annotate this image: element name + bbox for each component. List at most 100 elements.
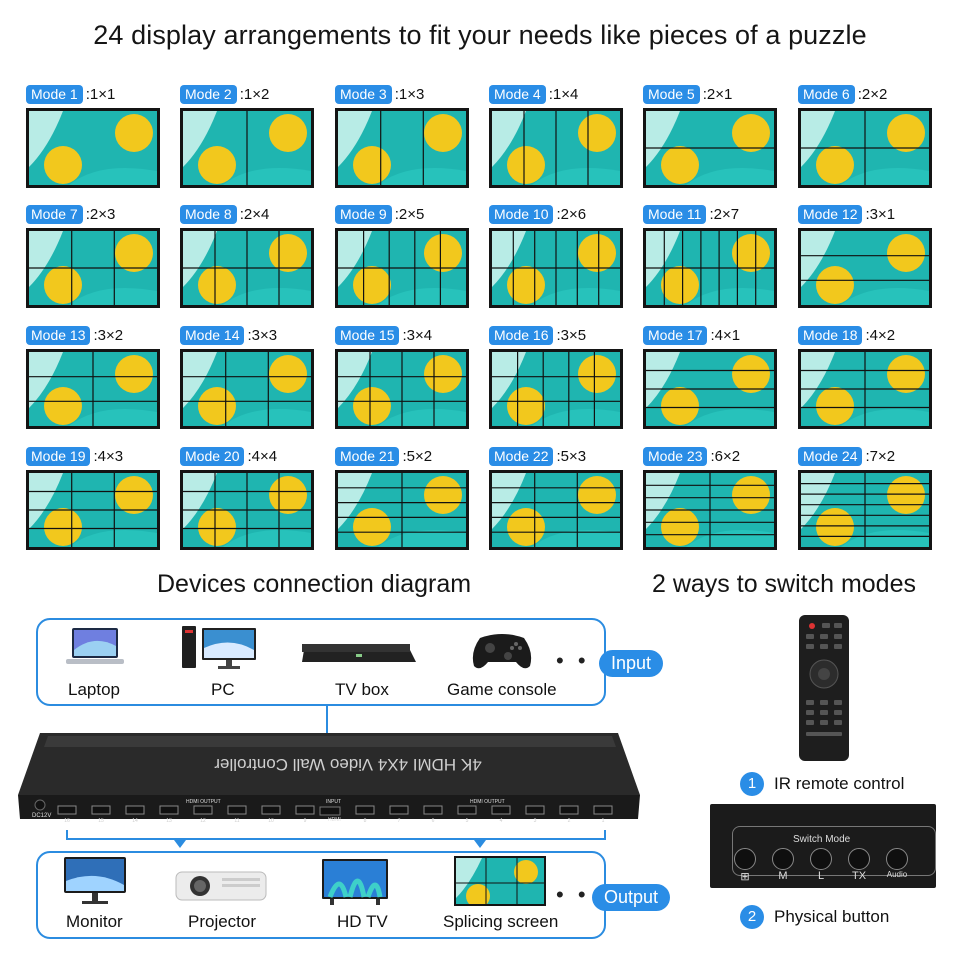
mode-card: Mode 1:1×1 <box>26 84 160 194</box>
mode-card: Mode 16:3×5 <box>489 325 623 435</box>
output-label-splicing-screen: Splicing screen <box>443 912 559 931</box>
hdmi-output-port <box>457 805 477 815</box>
controller-name: 4K HDMI 4X4 Video Wall Controller <box>214 755 482 774</box>
power-label: DC12V <box>32 813 51 819</box>
mode-label: Mode 21:5×2 <box>335 446 432 466</box>
mode-ratio: :5×2 <box>402 447 433 465</box>
layout-preview <box>489 349 623 429</box>
diagram-title: Devices connection diagram <box>157 570 472 598</box>
mode-label: Mode 20:4×4 <box>180 446 277 466</box>
mode-ratio: :3×4 <box>402 326 433 344</box>
mode-badge: Mode 15 <box>335 325 400 345</box>
mode-badge: Mode 9 <box>335 204 392 224</box>
mode-label: Mode 19:4×3 <box>26 446 123 466</box>
button-label: ⊞ <box>740 871 750 883</box>
hdmi-output-port <box>227 805 247 815</box>
button-label: Audio <box>886 870 908 879</box>
mode-ratio: :2×5 <box>394 205 425 223</box>
port-number: 3 <box>534 818 537 824</box>
mode-label: Mode 1:1×1 <box>26 84 115 104</box>
mode-card: Mode 22:5×3 <box>489 446 623 556</box>
mode-card: Mode 7:2×3 <box>26 204 160 314</box>
mode-badge: Mode 5 <box>643 84 700 104</box>
mode-badge: Mode 8 <box>180 204 237 224</box>
layout-preview <box>643 349 777 429</box>
mode-label: Mode 8:2×4 <box>180 204 269 224</box>
out-link-left <box>66 830 68 840</box>
layout-preview <box>643 470 777 550</box>
hdmi-output-port <box>559 805 579 815</box>
mode-ratio: :1×2 <box>239 85 270 103</box>
mode-badge: Mode 7 <box>26 204 83 224</box>
layout-preview <box>335 470 469 550</box>
switch-mode-button[interactable] <box>734 848 756 870</box>
output-header-right: HDMI OUTPUT <box>470 799 505 805</box>
mode-badge: Mode 13 <box>26 325 91 345</box>
port-number: 6 <box>432 818 435 824</box>
layout-preview <box>180 349 314 429</box>
mode-ratio: :3×1 <box>865 205 896 223</box>
mode-badge: Mode 20 <box>180 446 245 466</box>
layout-preview <box>798 228 932 308</box>
mode-badge: Mode 4 <box>489 84 546 104</box>
layout-preview <box>798 349 932 429</box>
arrow-down-icon <box>474 840 486 848</box>
mode-card: Mode 15:3×4 <box>335 325 469 435</box>
hdmi-output-port <box>593 805 613 815</box>
gamepad-icon <box>472 634 532 669</box>
mode-card: Mode 14:3×3 <box>180 325 314 435</box>
button-label: M <box>778 870 788 882</box>
mode-badge: Mode 1 <box>26 84 83 104</box>
input-label-tv-box: TV box <box>335 680 389 699</box>
mode-card: Mode 21:5×2 <box>335 446 469 556</box>
mode-ratio: :6×2 <box>710 447 741 465</box>
mode-ratio: :7×2 <box>865 447 896 465</box>
layout-preview <box>489 228 623 308</box>
output-pill: Output <box>592 884 671 911</box>
mode-ratio: :1×1 <box>85 85 116 103</box>
mode-card: Mode 10:2×6 <box>489 204 623 314</box>
splicing-screen-icon <box>454 856 546 906</box>
port-number: 16 <box>64 818 70 824</box>
layout-preview <box>643 228 777 308</box>
hdmi-output-port <box>423 805 443 815</box>
layout-preview <box>489 470 623 550</box>
port-number: 12 <box>200 818 206 824</box>
layout-preview <box>180 108 314 188</box>
way-number-2: 2 <box>740 905 764 929</box>
layout-preview <box>26 108 160 188</box>
mode-label: Mode 3:1×3 <box>335 84 424 104</box>
mode-label: Mode 12:3×1 <box>798 204 895 224</box>
switch-mode-button[interactable] <box>886 848 908 870</box>
mode-badge: Mode 10 <box>489 204 554 224</box>
input-pill: Input <box>599 650 664 677</box>
mode-label: Mode 17:4×1 <box>643 325 740 345</box>
way-label-physical-button: Physical button <box>774 907 890 926</box>
mode-ratio: :4×1 <box>710 326 741 344</box>
mode-label: Mode 13:3×2 <box>26 325 123 345</box>
mode-label: Mode 23:6×2 <box>643 446 740 466</box>
hdmi-output-port <box>491 805 511 815</box>
ir-remote-icon <box>799 615 849 761</box>
layout-preview <box>26 349 160 429</box>
mode-badge: Mode 23 <box>643 446 708 466</box>
mode-badge: Mode 6 <box>798 84 855 104</box>
more-inputs-dots: • • • <box>556 648 612 673</box>
port-number: 8 <box>364 818 367 824</box>
mode-ratio: :3×2 <box>93 326 124 344</box>
hdmi-output-port <box>355 805 375 815</box>
hdmi-output-port <box>525 805 545 815</box>
port-number: 10 <box>268 818 274 824</box>
mode-ratio: :4×2 <box>865 326 896 344</box>
mode-label: Mode 22:5×3 <box>489 446 586 466</box>
switch-mode-button[interactable] <box>848 848 870 870</box>
video-wall-controller: 4K HDMI 4X4 Video Wall Controller DC12V … <box>18 733 640 824</box>
switch-mode-button[interactable] <box>810 848 832 870</box>
layout-preview <box>180 470 314 550</box>
layout-preview <box>798 470 932 550</box>
switch-mode-button[interactable] <box>772 848 794 870</box>
hdmi-in-label: HDMI <box>328 817 341 823</box>
mode-ratio: :2×2 <box>857 85 888 103</box>
mode-card: Mode 5:2×1 <box>643 84 777 194</box>
